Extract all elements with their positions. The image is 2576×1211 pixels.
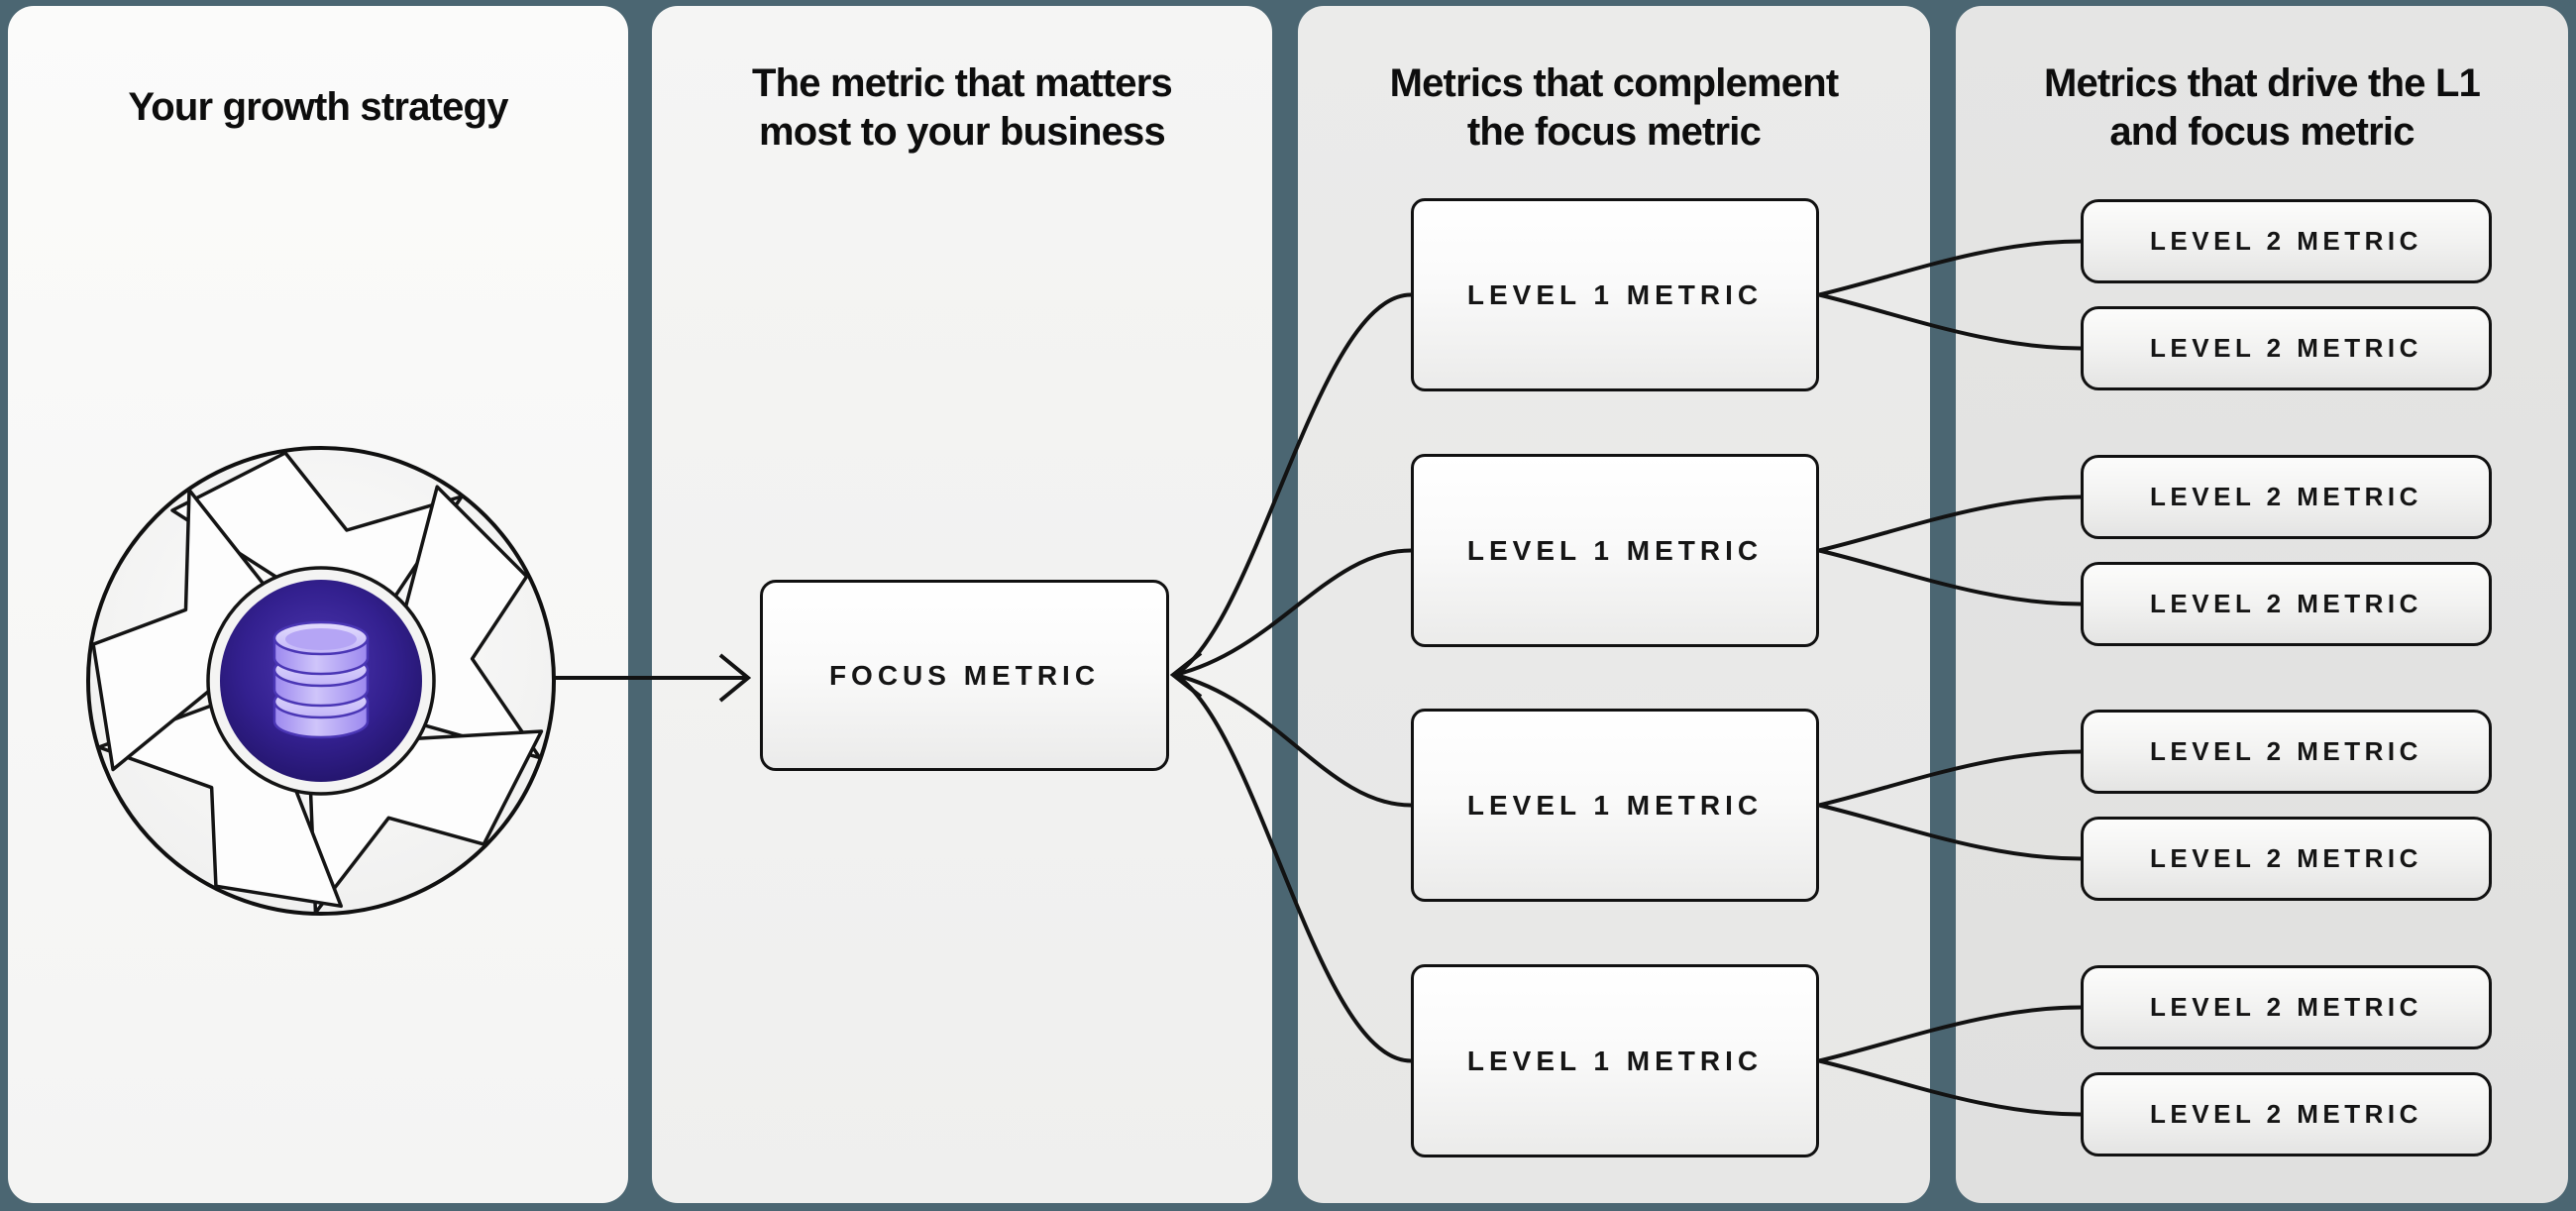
level2-metric-label: LEVEL 2 METRIC [2150, 226, 2422, 256]
level2-metric-label: LEVEL 2 METRIC [2150, 482, 2422, 511]
level2-metric-label: LEVEL 2 METRIC [2150, 589, 2422, 618]
level1-metric-label: LEVEL 1 METRIC [1466, 278, 1764, 310]
level2-metric-box: LEVEL 2 METRIC [2081, 710, 2492, 794]
level2-metric-box: LEVEL 2 METRIC [2081, 817, 2492, 901]
focus-metric-box: FOCUS METRIC [760, 580, 1169, 771]
level1-metric-box: LEVEL 1 METRIC [1411, 198, 1819, 391]
panel-growth-strategy-title: Your growth strategy [8, 83, 628, 132]
level2-metric-label: LEVEL 2 METRIC [2150, 736, 2422, 766]
level2-metric-label: LEVEL 2 METRIC [2150, 1099, 2422, 1129]
level2-metric-label: LEVEL 2 METRIC [2150, 843, 2422, 873]
level1-metric-box: LEVEL 1 METRIC [1411, 964, 1819, 1157]
panel-growth-strategy: Your growth strategy [8, 6, 628, 1203]
level2-metric-box: LEVEL 2 METRIC [2081, 965, 2492, 1049]
level1-metric-label: LEVEL 1 METRIC [1466, 534, 1764, 566]
header-line: the focus metric [1466, 110, 1762, 154]
panel-level1-metrics-title: Metrics that complement the focus metric [1298, 59, 1930, 157]
header-line: The metric that matters [752, 61, 1173, 105]
header-line: and focus metric [2109, 110, 2415, 154]
header-line: most to your business [759, 110, 1166, 154]
level2-metric-box: LEVEL 2 METRIC [2081, 1072, 2492, 1156]
level2-metric-label: LEVEL 2 METRIC [2150, 333, 2422, 363]
header-line: Your growth strategy [128, 85, 508, 129]
level1-metric-label: LEVEL 1 METRIC [1466, 789, 1764, 821]
level1-metric-label: LEVEL 1 METRIC [1466, 1045, 1764, 1076]
panel-focus-metric-title: The metric that matters most to your bus… [652, 59, 1272, 157]
level1-metric-box: LEVEL 1 METRIC [1411, 709, 1819, 902]
level2-metric-box: LEVEL 2 METRIC [2081, 306, 2492, 390]
header-line: Metrics that complement [1389, 61, 1840, 105]
level1-metric-box: LEVEL 1 METRIC [1411, 454, 1819, 647]
header-line: Metrics that drive the L1 [2043, 61, 2481, 105]
level2-metric-box: LEVEL 2 METRIC [2081, 562, 2492, 646]
level2-metric-box: LEVEL 2 METRIC [2081, 455, 2492, 539]
level2-metric-box: LEVEL 2 METRIC [2081, 199, 2492, 283]
focus-metric-label: FOCUS METRIC [828, 659, 1101, 691]
panel-level2-metrics-title: Metrics that drive the L1 and focus metr… [1956, 59, 2568, 157]
level2-metric-label: LEVEL 2 METRIC [2150, 992, 2422, 1022]
